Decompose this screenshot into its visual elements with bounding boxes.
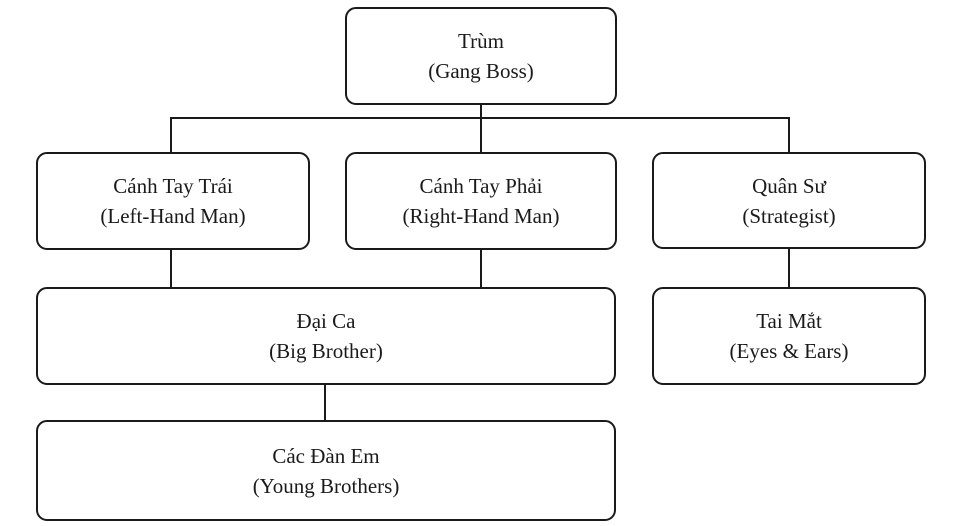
node-label-en: (Eyes & Ears) <box>729 339 849 363</box>
node-label-en: (Strategist) <box>742 203 836 228</box>
node-right-hand-man: Cánh Tay Phải (Right-Hand Man) <box>345 152 617 250</box>
node-left-hand-man: Cánh Tay Trái (Left-Hand Man) <box>36 152 310 250</box>
connector-right-hand-to-big-brother <box>480 249 482 289</box>
connector-boss-to-strategist <box>788 117 790 154</box>
node-label-vi: Cánh Tay Phải <box>419 174 543 198</box>
node-label-vi: Đại Ca <box>296 309 356 333</box>
node-label-en: (Gang Boss) <box>428 59 534 83</box>
node-label-en: (Left-Hand Man) <box>100 204 246 228</box>
node-label-en: (Young Brothers) <box>252 473 400 498</box>
node-label-vi: Các Đàn Em <box>272 443 380 468</box>
connector-big-brother-to-young-brothers <box>324 384 326 422</box>
node-label-vi: Quân Sư <box>752 173 826 198</box>
node-big-brother: Đại Ca (Big Brother) <box>36 287 616 385</box>
node-label-vi: Cánh Tay Trái <box>113 174 233 198</box>
node-gang-boss: Trùm (Gang Boss) <box>345 7 617 105</box>
node-young-brothers: Các Đàn Em (Young Brothers) <box>36 420 616 521</box>
connector-boss-stub <box>480 103 482 119</box>
node-strategist: Quân Sư (Strategist) <box>652 152 926 249</box>
connector-boss-to-left-hand <box>170 117 172 154</box>
node-eyes-and-ears: Tai Mắt (Eyes & Ears) <box>652 287 926 385</box>
connector-left-hand-to-big-brother <box>170 249 172 289</box>
node-label-en: (Right-Hand Man) <box>402 204 560 228</box>
node-label-vi: Tai Mắt <box>756 309 822 333</box>
node-label-en: (Big Brother) <box>269 339 383 363</box>
node-label-vi: Trùm <box>458 29 504 53</box>
connector-boss-to-right-hand <box>480 117 482 154</box>
connector-strategist-to-eyes-ears <box>788 248 790 289</box>
